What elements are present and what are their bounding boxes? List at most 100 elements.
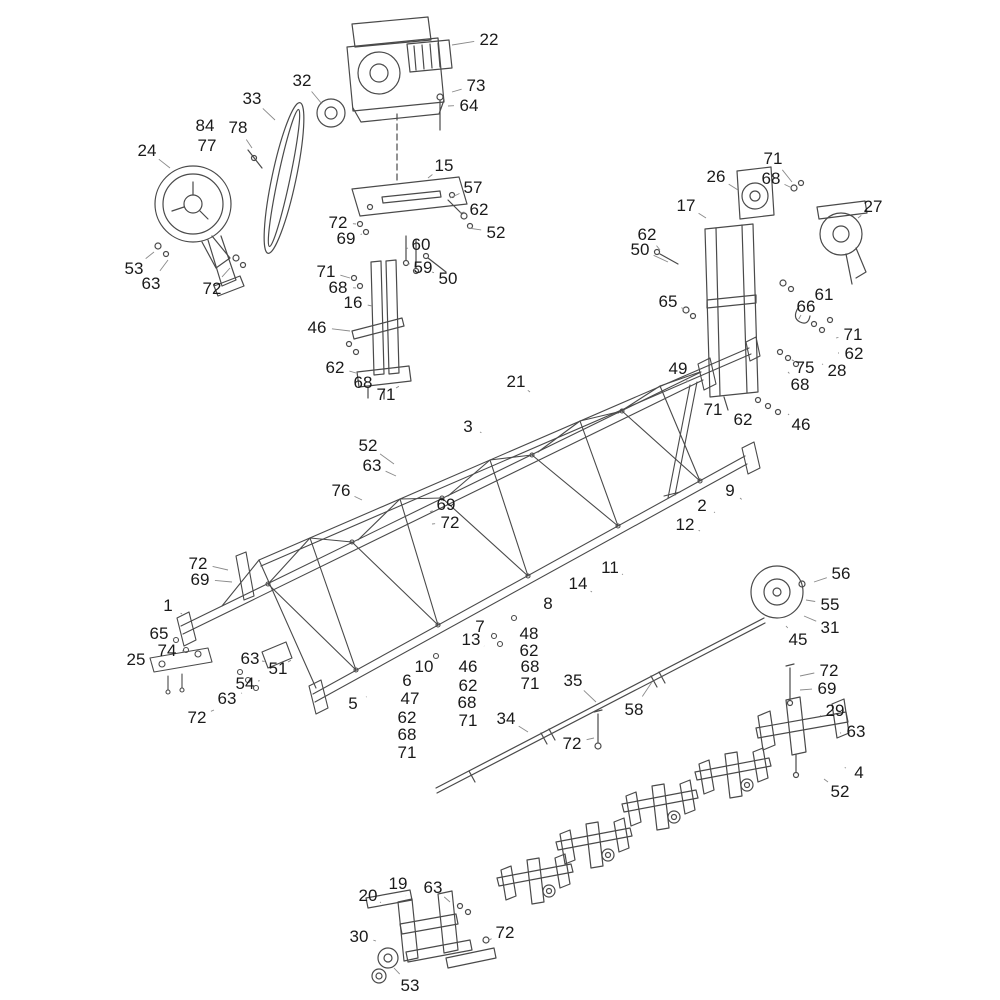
part-number-label: 72 [820, 661, 839, 680]
part-number-label: 71 [521, 674, 540, 693]
leader-line [656, 245, 661, 251]
part-number-label: 56 [832, 564, 851, 583]
leader-line [158, 158, 171, 169]
part-number-label: 20 [359, 886, 378, 905]
leader-line [261, 660, 265, 663]
part-number-label: 69 [437, 495, 456, 514]
leader-line [857, 215, 862, 219]
part-number-label: 72 [496, 923, 515, 942]
leader-line [367, 304, 373, 307]
part-number-label: 49 [669, 359, 688, 378]
leader-line [586, 737, 595, 741]
part-number-label: 34 [497, 709, 516, 728]
part-number-label: 68 [398, 725, 417, 744]
part-number-label: 77 [198, 136, 217, 155]
part-number-label: 30 [350, 927, 369, 946]
part-number-label: 72 [441, 513, 460, 532]
part-number-label: 68 [521, 657, 540, 676]
leader-line [787, 371, 790, 374]
part-number-label: 3 [463, 417, 472, 436]
diagram-artwork [149, 16, 868, 984]
part-number-label: 52 [359, 436, 378, 455]
leader-line [621, 573, 624, 575]
mount-plate-drawing [351, 176, 474, 275]
post-drawing [345, 259, 412, 400]
part-number-label: 66 [797, 297, 816, 316]
part-number-label: 1 [163, 596, 172, 615]
part-number-label: 59 [414, 258, 433, 277]
part-number-label: 72 [329, 213, 348, 232]
leader-line [221, 267, 231, 278]
bracket-chain-drawing [496, 747, 772, 905]
leader-line [739, 497, 742, 500]
part-number-label: 50 [631, 240, 650, 259]
leader-line [214, 579, 233, 583]
part-number-label: 63 [218, 689, 237, 708]
leader-line [210, 709, 215, 712]
leader-line [451, 88, 462, 93]
leader-line [698, 529, 701, 532]
leader-line [245, 139, 253, 149]
leader-line [385, 470, 397, 477]
truss-drawing [149, 336, 761, 715]
leader-line [262, 108, 276, 121]
part-number-label: 29 [826, 701, 845, 720]
part-number-label: 51 [269, 659, 288, 678]
part-number-label: 72 [563, 734, 582, 753]
part-number-label: 27 [864, 197, 883, 216]
leader-line [784, 183, 793, 189]
part-number-label: 63 [424, 878, 443, 897]
leader-line [451, 40, 475, 46]
leader-line [379, 901, 382, 903]
part-number-label: 15 [435, 156, 454, 175]
part-number-label: 78 [229, 118, 248, 137]
leader-line [349, 370, 357, 374]
part-number-label: 69 [337, 229, 356, 248]
part-number-label: 65 [150, 624, 169, 643]
part-number-label: 68 [458, 693, 477, 712]
part-number-label: 31 [821, 618, 840, 637]
leader-line [813, 577, 827, 583]
part-number-label: 63 [847, 722, 866, 741]
part-number-label: 8 [543, 594, 552, 613]
part-number-label: 17 [677, 196, 696, 215]
leader-line [787, 413, 790, 416]
part-number-label: 62 [459, 676, 478, 695]
leader-line [311, 91, 323, 105]
part-number-label: 64 [460, 96, 479, 115]
right-bracket-drawing [755, 663, 850, 779]
part-number-label: 24 [138, 141, 157, 160]
leader-line [835, 336, 839, 339]
part-number-label: 25 [127, 650, 146, 669]
handle-tube-drawing [435, 617, 766, 794]
leader-line [798, 314, 802, 320]
leader-line [340, 274, 351, 279]
leader-line [467, 227, 482, 231]
leader-line [331, 328, 351, 332]
leader-line [488, 938, 492, 941]
leader-line [491, 632, 494, 634]
part-number-label: 55 [821, 595, 840, 614]
part-number-label: 46 [792, 415, 811, 434]
part-number-label: 19 [389, 874, 408, 893]
leader-line [354, 495, 363, 501]
part-number-label: 58 [625, 700, 644, 719]
leader-line [823, 778, 829, 783]
leader-line [785, 625, 789, 629]
part-number-label: 65 [659, 292, 678, 311]
part-number-label: 54 [236, 674, 255, 693]
part-number-label: 71 [377, 385, 396, 404]
engine-drawing [346, 16, 453, 181]
leader-line [527, 389, 531, 393]
part-number-label: 62 [326, 358, 345, 377]
part-number-label: 62 [520, 641, 539, 660]
part-number-label: 76 [332, 481, 351, 500]
leader-line [373, 939, 377, 942]
leader-line [713, 511, 716, 513]
part-number-label: 71 [398, 743, 417, 762]
leader-line [449, 193, 460, 199]
part-number-label: 71 [459, 711, 478, 730]
part-number-label: 47 [401, 689, 420, 708]
part-number-label: 53 [125, 259, 144, 278]
